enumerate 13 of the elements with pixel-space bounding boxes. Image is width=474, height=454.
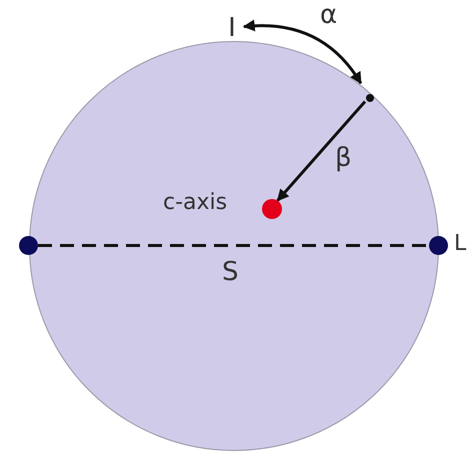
axis-label: L bbox=[454, 233, 466, 255]
arrow bbox=[276, 100, 366, 202]
dot bbox=[366, 94, 374, 102]
dashed-line bbox=[38, 244, 429, 247]
edge-label: S bbox=[222, 259, 239, 285]
arrow bbox=[242, 20, 362, 84]
axis-label: c-axis bbox=[163, 192, 228, 214]
dot bbox=[19, 236, 38, 255]
axis-label: I bbox=[224, 14, 240, 42]
edge-label: α bbox=[320, 2, 338, 28]
edge-label: β bbox=[335, 145, 352, 171]
dot bbox=[262, 199, 282, 219]
dot bbox=[429, 236, 448, 255]
